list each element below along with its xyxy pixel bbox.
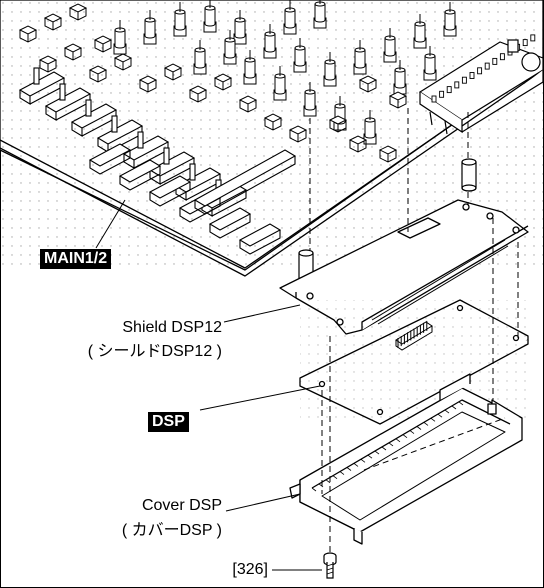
potentiometer-knob: [273, 66, 287, 101]
label-shield-en: Shield DSP12: [122, 319, 222, 336]
potentiometer-knob: [263, 24, 277, 59]
button-array: [18, 3, 408, 163]
potentiometer-knob: [353, 40, 367, 75]
cover-dsp-tray: [289, 373, 523, 545]
push-button: [38, 55, 58, 73]
cover-dsp-hatching: [311, 401, 464, 492]
push-button: [328, 115, 348, 133]
potentiometer-knob: [423, 46, 437, 81]
fader-slot: [88, 143, 132, 175]
potentiometer-knob: [323, 52, 337, 87]
label-shield-jp: ( シールドDSP12 ): [87, 343, 222, 360]
potentiometer-knob: [283, 0, 297, 35]
standoff-right: [461, 158, 477, 192]
label-screw-ref: [326]: [232, 561, 268, 578]
connector-pin: [439, 90, 445, 98]
label-main: MAIN1/2: [40, 249, 112, 269]
fader-slots: [18, 67, 297, 255]
push-button: [213, 73, 233, 91]
push-button: [63, 43, 83, 61]
push-button: [348, 135, 368, 153]
push-button: [113, 53, 133, 71]
push-button: [68, 3, 88, 21]
connector-pin: [469, 72, 475, 79]
fader-slot: [208, 207, 252, 239]
label-cover-en: Cover DSP: [141, 497, 222, 514]
push-button: [43, 13, 63, 31]
potentiometer-array: [113, 0, 457, 145]
potentiometer-knob: [443, 2, 457, 37]
connector-pin: [530, 34, 536, 42]
connector-pin: [431, 95, 437, 103]
main-connector-block: [418, 34, 544, 135]
push-button: [358, 75, 378, 93]
potentiometer-knob: [363, 110, 377, 145]
connector-pin: [454, 81, 460, 89]
fader-rail: [193, 149, 297, 215]
push-button: [263, 113, 283, 131]
push-button: [378, 145, 398, 163]
connector-pin: [499, 53, 505, 61]
push-button: [163, 63, 183, 81]
potentiometer-knob: [293, 38, 307, 73]
potentiometer-knob: [303, 82, 317, 117]
fader-slot: [148, 175, 192, 207]
label-dsp: DSP: [148, 412, 189, 432]
leader-lines: [95, 199, 322, 571]
screw-326: [323, 552, 337, 579]
push-button: [388, 91, 408, 109]
push-button: [188, 85, 208, 103]
connector-pin: [461, 76, 467, 84]
potentiometer-knob: [243, 50, 257, 85]
fader-slot: [238, 223, 282, 255]
dsp-connector: [395, 320, 433, 351]
potentiometer-knob: [413, 14, 427, 49]
potentiometer-knob: [113, 20, 127, 55]
connector-pin: [484, 62, 490, 70]
label-cover-jp: ( カバーDSP ): [121, 522, 222, 539]
potentiometer-knob: [313, 0, 327, 29]
push-button: [93, 35, 113, 53]
potentiometer-knob: [203, 0, 217, 33]
fader-slot: [148, 147, 196, 185]
potentiometer-knob: [143, 10, 157, 45]
connector-pin: [477, 67, 483, 75]
push-button: [238, 95, 258, 113]
potentiometer-knob: [223, 30, 237, 65]
potentiometer-knob: [173, 2, 187, 37]
connector-pin: [492, 57, 498, 65]
fader-slot: [122, 131, 170, 169]
fader-slot: [18, 67, 66, 105]
fader-slot: [118, 159, 162, 191]
potentiometer-knob: [193, 40, 207, 75]
push-button: [88, 65, 108, 83]
push-button: [288, 125, 308, 143]
connector-pin: [446, 86, 452, 94]
potentiometer-knob: [383, 28, 397, 63]
push-button: [138, 75, 158, 93]
push-button: [18, 25, 38, 43]
alignment-lines: [309, 108, 519, 552]
connector-pin: [522, 39, 528, 47]
